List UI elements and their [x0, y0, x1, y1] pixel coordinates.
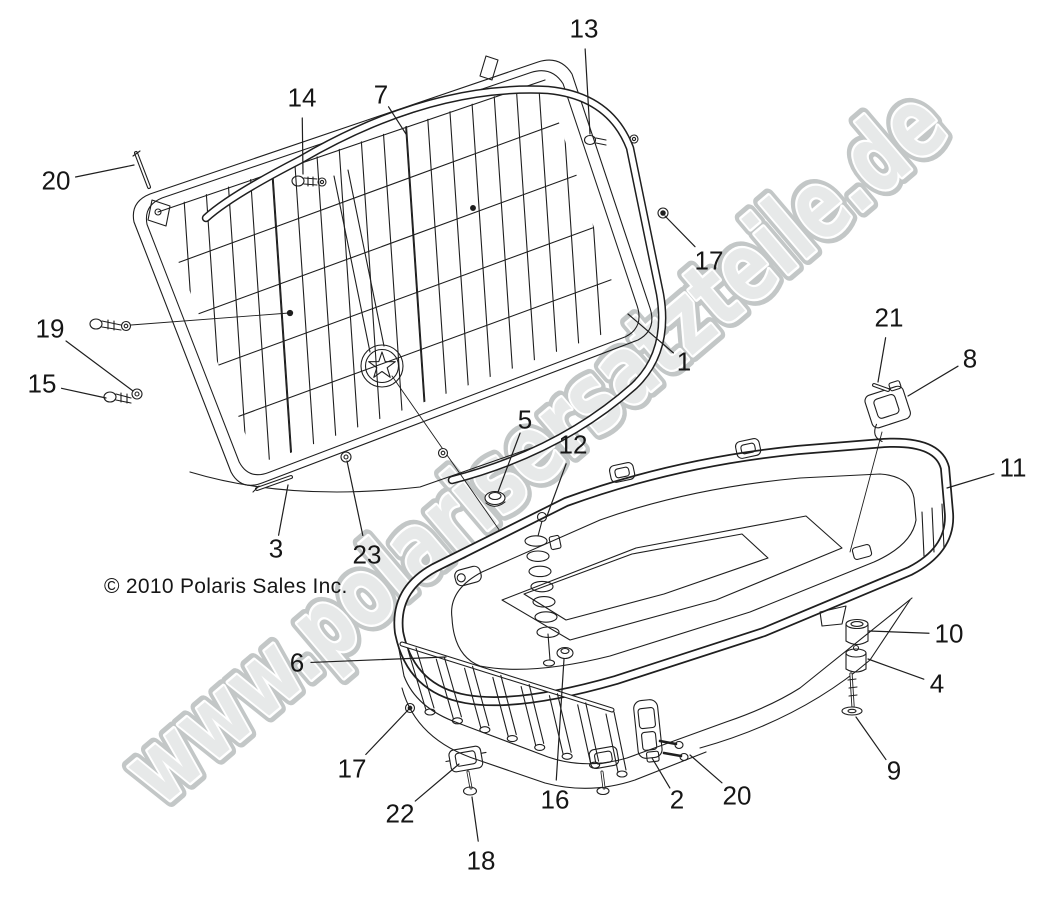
pin-20	[132, 150, 151, 189]
screw-9	[841, 672, 863, 716]
screw-14	[291, 175, 327, 187]
frame-nut-boss	[629, 134, 639, 144]
screw-18	[462, 770, 478, 796]
nut-19	[131, 388, 143, 400]
cover-hinge-bracket	[147, 199, 171, 227]
nut-17-top	[657, 207, 669, 219]
washer-on-line	[437, 447, 449, 459]
screws-20-bottom	[658, 739, 689, 762]
star-emblem	[360, 344, 404, 388]
screw-15	[103, 388, 143, 404]
bumper-10	[845, 618, 869, 646]
spring-12	[524, 511, 560, 667]
screw-center	[596, 770, 610, 796]
seal-frame-drawing	[201, 85, 667, 485]
leader-lines	[60, 48, 995, 842]
bolt-17-bottom	[404, 702, 416, 714]
cargo-box-drawing	[393, 437, 955, 789]
rod-3	[252, 475, 293, 493]
latch-22	[445, 745, 487, 773]
screw-19	[89, 312, 290, 332]
grommet-16	[556, 646, 574, 660]
washer-23	[340, 451, 352, 463]
box-front-ribs	[407, 647, 628, 778]
screw-13	[583, 134, 607, 146]
pin-21	[872, 383, 890, 392]
latch-center	[588, 745, 620, 770]
latch-2	[633, 699, 663, 763]
latch-8	[864, 380, 911, 443]
copyright-notice: © 2010 Polaris Sales Inc.	[104, 575, 348, 598]
cover-hinge-tab	[479, 55, 499, 81]
bumper-4	[845, 644, 867, 673]
grommet-5	[484, 490, 506, 507]
